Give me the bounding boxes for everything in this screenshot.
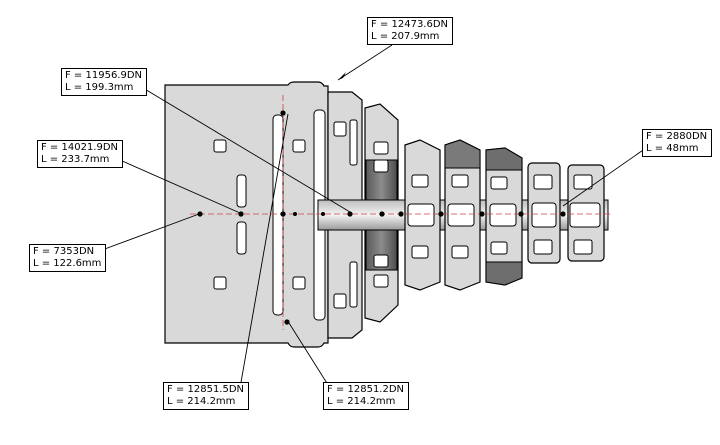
force-callout-5: F = 2880DN L = 48mm <box>642 129 713 157</box>
length-value: L = 48mm <box>646 143 699 154</box>
force-callout-2: F = 11956.9DN L = 199.3mm <box>61 68 148 96</box>
force-value: F = 12473.6DN <box>371 19 449 30</box>
length-value: L = 214.2mm <box>167 396 236 407</box>
length-value: L = 214.2mm <box>327 396 396 407</box>
stage-plate-4 <box>404 139 441 291</box>
leader-arrowheads <box>338 72 346 80</box>
stage-plate-1 <box>164 81 329 348</box>
force-value: F = 14021.9DN <box>41 142 119 153</box>
leader-lines <box>101 44 647 389</box>
length-value: L = 207.9mm <box>371 31 440 42</box>
force-value: F = 12851.5DN <box>167 384 245 395</box>
force-callout-7: F = 12851.2DN L = 214.2mm <box>323 382 410 410</box>
stage-plate-5 <box>444 139 481 291</box>
load-points <box>197 110 566 325</box>
force-value: F = 2880DN <box>646 131 708 142</box>
force-value: F = 7353DN <box>33 246 95 257</box>
stage-plate-6 <box>485 147 523 286</box>
length-value: L = 199.3mm <box>65 82 134 93</box>
force-callout-3: F = 14021.9DN L = 233.7mm <box>37 140 124 168</box>
force-value: F = 12851.2DN <box>327 384 405 395</box>
force-value: F = 11956.9DN <box>65 70 143 81</box>
length-value: L = 122.6mm <box>33 258 102 269</box>
length-value: L = 233.7mm <box>41 154 110 165</box>
force-callout-1: F = 12473.6DN L = 207.9mm <box>367 17 454 45</box>
stage-plate-7 <box>527 162 561 264</box>
force-callout-6: F = 12851.5DN L = 214.2mm <box>163 382 250 410</box>
stage-plate-8 <box>567 164 605 262</box>
force-callout-4: F = 7353DN L = 122.6mm <box>29 244 107 272</box>
